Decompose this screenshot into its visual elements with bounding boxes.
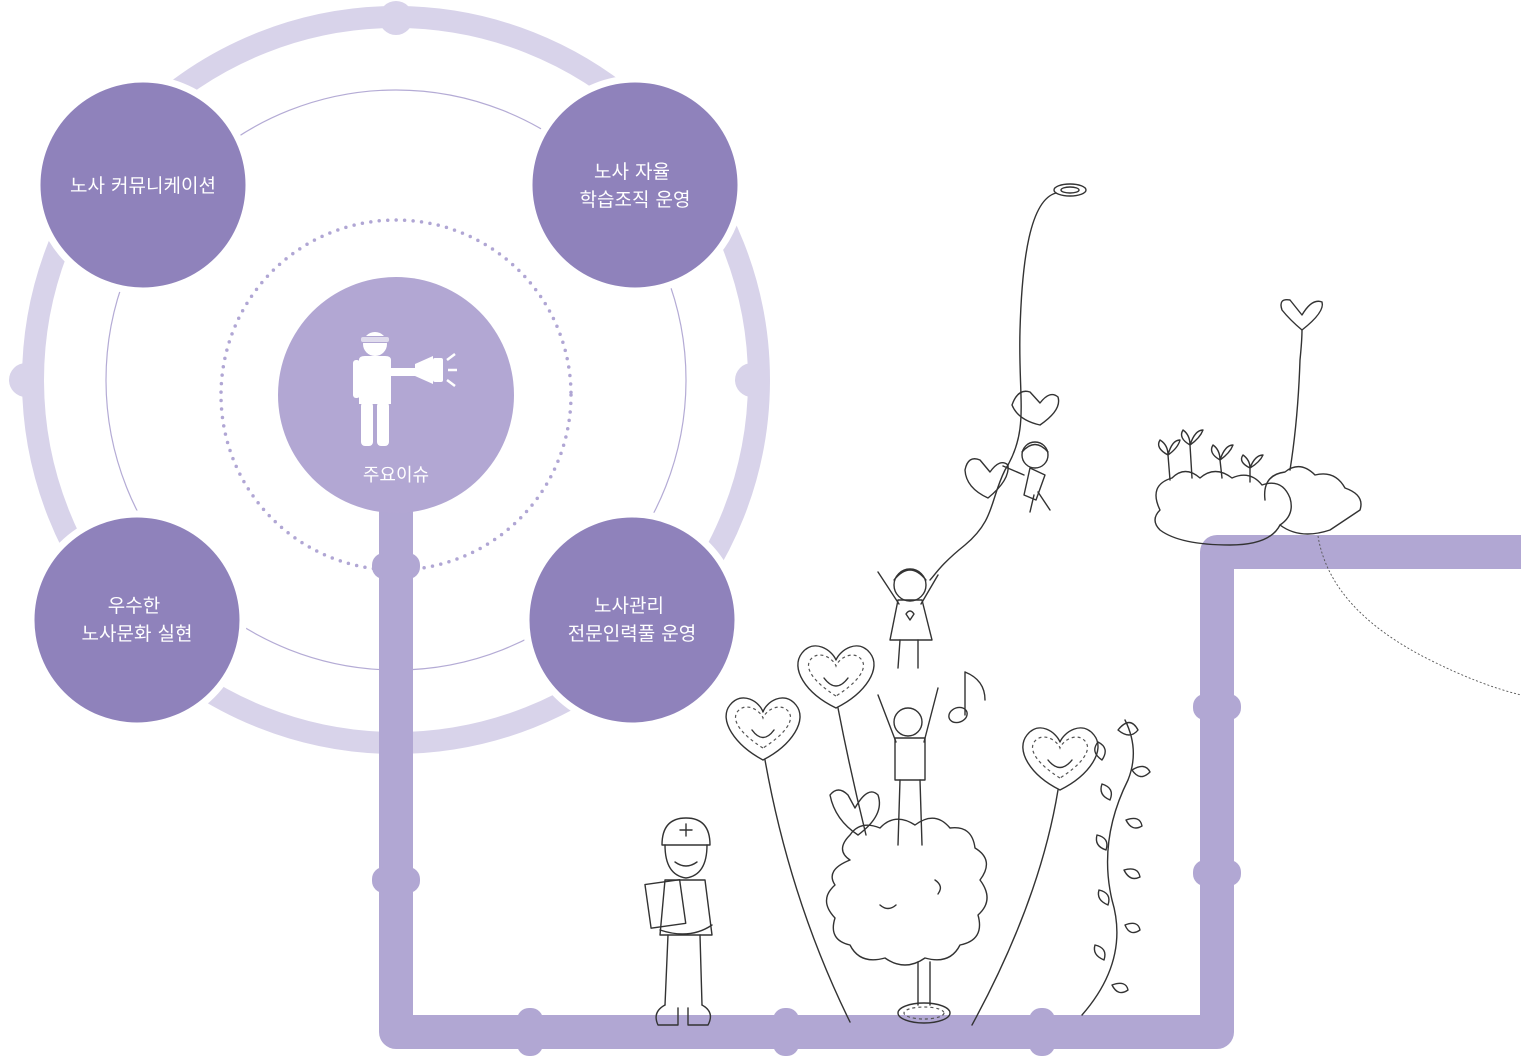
pipe-joint [372, 867, 420, 893]
pipe-joint [1193, 860, 1241, 886]
illustration [645, 184, 1521, 1025]
ring-joint [379, 1, 413, 35]
pipe-joint [372, 553, 420, 579]
pipe-joint [1193, 694, 1241, 720]
v-shape [1012, 391, 1059, 425]
node-communication: 노사 커뮤니케이션 [37, 79, 249, 291]
node-learning: 노사 자율 학습조직 운영 [529, 79, 741, 291]
ring-joint [9, 363, 43, 397]
center-label: 주요이슈 [363, 465, 429, 486]
climber-on-rope [1003, 442, 1050, 512]
center-node: 주요이슈 [278, 277, 514, 513]
pipe-joint [1029, 1008, 1055, 1056]
pipe-joints [372, 553, 1241, 1056]
sprout-clouds [1155, 300, 1361, 545]
ring-joint [735, 363, 769, 397]
heart-lollipops [726, 646, 1098, 1025]
worker-with-clipboard [645, 818, 712, 1025]
pipe-joint [773, 1008, 799, 1056]
music-note-icon [949, 672, 985, 723]
girl-waving [878, 569, 938, 668]
hanging-lamp-illustration [930, 184, 1086, 580]
node-culture: 우수한 노사문화 실현 [31, 514, 243, 726]
tree-illustration [827, 818, 988, 1023]
node-experts: 노사관리 전문인력풀 운영 [526, 514, 738, 726]
node-communication-label: 노사 커뮤니케이션 [70, 175, 216, 197]
pipe-joint [517, 1008, 543, 1056]
